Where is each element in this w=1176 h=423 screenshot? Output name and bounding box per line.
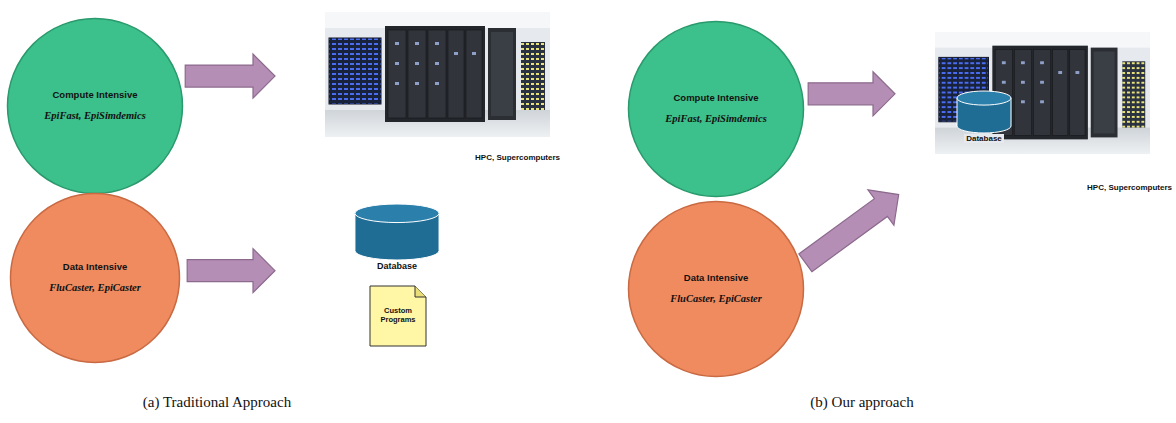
database-cylinder: Database [352,203,442,279]
supercomputer-room [935,32,1150,154]
data-circle: Data IntensiveFluCaster, EpiCaster [627,200,805,378]
block-arrow [808,72,895,116]
supercomputer-illustration [325,12,550,137]
circle-outline [627,200,805,378]
block-arrow [799,190,899,272]
document-page [370,286,426,346]
circle-shape [11,194,180,363]
subfigure-caption: (a) Traditional Approach [143,394,291,411]
program-names: EpiFast, EpiSimdemics [44,110,146,122]
database-label: Database [964,134,1004,143]
cylinder-top [957,91,1011,105]
system-label: HPC, Supercomputers [475,153,560,162]
circle-shape [629,22,804,197]
program-names: FluCaster, EpiCaster [49,282,141,294]
category-heading: Data Intensive [63,262,127,273]
compute-circle: Compute IntensiveEpiFast, EpiSimdemics [6,17,184,195]
supercomputer-room [325,12,550,137]
hpc-frame: HPC, Supercomputers Database [935,32,1172,192]
document-fold [415,286,426,297]
cylinder-outline [955,90,1013,134]
database-label: Database [377,261,417,271]
subfigure-caption: (b) Our approach [810,394,913,411]
hpc-frame: HPC, Supercomputers [325,12,560,162]
database-cylinder: Database [955,90,1013,150]
data-circle: Data IntensiveFluCaster, EpiCaster [9,192,181,364]
document-label: Custom Programs [374,307,422,324]
circle-outline [6,17,184,195]
circle-outline [9,192,181,364]
system-label: HPC, Supercomputers [1087,183,1172,192]
circle-shape [629,202,804,377]
circle-shape [8,19,183,194]
block-arrow [185,54,275,98]
block-arrow [187,249,275,293]
cylinder-top [355,204,439,223]
program-names: EpiFast, EpiSimdemics [665,113,767,125]
cylinder-outline [352,203,442,261]
category-heading: Compute Intensive [53,90,138,101]
category-heading: Data Intensive [684,273,748,284]
circle-outline [627,20,805,198]
category-heading: Compute Intensive [674,93,759,104]
document-shape: Custom Programs [369,285,427,347]
compute-circle: Compute IntensiveEpiFast, EpiSimdemics [627,20,805,198]
program-names: FluCaster, EpiCaster [670,293,762,305]
